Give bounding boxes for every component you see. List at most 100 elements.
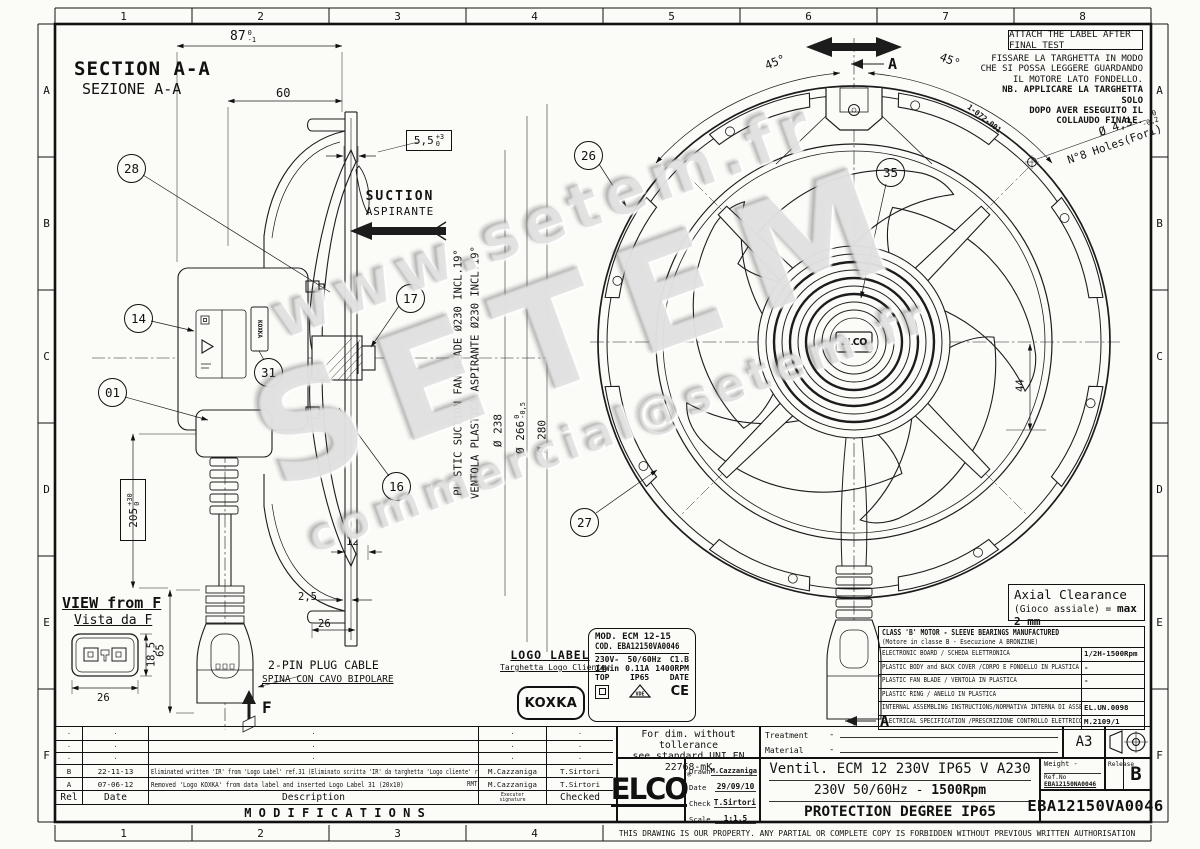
empty-cell [83, 741, 149, 753]
refno-row: Ref.No EBA12150NA0046 [1044, 774, 1101, 788]
refno-label: Ref.No [1044, 774, 1067, 781]
zone-col-4: 4 [531, 9, 538, 23]
modifications-banner: M O D I F I C A T I O N S [244, 805, 425, 820]
treatment-row: Treatment - [761, 727, 1062, 742]
release-label: Release [1108, 761, 1135, 768]
empty-cell [547, 727, 613, 741]
note-line-6: DOPO AVER ESEGUITO IL [1029, 106, 1143, 117]
spec-row: ELECTRICAL SPECIFICATION /PRESCRIZIONE C… [879, 715, 1144, 729]
label-model: MOD. ECM 12-15 [595, 632, 671, 642]
date-row: Date 29/09/10 [686, 776, 759, 792]
section-arrow-a-bottom: A [880, 712, 890, 730]
format-box: A3 [1063, 726, 1105, 758]
spec-row: PLASTIC RING / ANELLO IN PLASTICA [879, 688, 1144, 702]
mod-row-exec: M.Cazzaniga [479, 778, 547, 791]
note-line-3: IL MOTORE LATO FONDELLO. [1012, 74, 1143, 85]
label-rpm: 1400RPM [655, 664, 689, 673]
mod-row-rel: A [56, 778, 83, 791]
treatment-label: Treatment [765, 731, 809, 740]
date-label: Date [689, 783, 707, 792]
ce-mark-icon: CE [670, 684, 689, 699]
dim-44: 44 [1014, 379, 1026, 392]
drawing-title-3: PROTECTION DEGREE IP65 [803, 804, 997, 820]
empty-cell [479, 741, 547, 753]
tolerance-note-1: For dim. without tollerance [641, 729, 736, 751]
treatment-rule [840, 737, 1058, 738]
zone-row-e: E [43, 616, 50, 629]
mod-row-checked: T.Sirtori [547, 778, 613, 791]
release-value: B [1123, 759, 1148, 789]
spec-row-label: ELECTRICAL SPECIFICATION /PRESCRIZIONE C… [882, 716, 1081, 725]
label-code: COD. EBA12150VA0046 [595, 642, 680, 652]
weight-value: - [1073, 760, 1078, 768]
logo-label-subtitle: Targhetta Logo Cliente [500, 663, 606, 672]
modifications-table: B 22-11-13 Eliminated written 'IR' from … [55, 726, 617, 822]
spec-row-value: M.2109/1 [1081, 715, 1144, 729]
spec-row: INTERNAL ASSEMBLING INSTRUCTIONS/NORMATI… [879, 702, 1144, 716]
balloon-14: 14 [124, 304, 153, 333]
label-date: DATE [669, 673, 689, 682]
empty-cell [547, 741, 613, 753]
balloon-35: 35 [876, 158, 905, 187]
dim-205-value: 205 [126, 507, 140, 528]
spec-row-value [1081, 688, 1144, 701]
spec-header: CLASS 'B' MOTOR - SLEEVE BEARINGS MANUFA… [879, 627, 1144, 648]
dim-26-ring: 26 [318, 618, 331, 630]
section-view-linework [71, 43, 556, 733]
mod-row-checked: T.Sirtori [547, 765, 613, 778]
mod-row-rel: B [56, 765, 83, 778]
weight-row: Weight - [1044, 760, 1101, 774]
blade-note-it: VENTOLA PLASTICA ASPIRANTE Ø230 INCL.19° [469, 246, 481, 499]
registered-mark: ® [687, 771, 692, 779]
material-value: - [829, 745, 835, 755]
first-angle-projection-icon [1109, 730, 1148, 754]
zone-col-bottom-1: 1 [120, 826, 127, 840]
zone-col-7: 7 [942, 9, 949, 23]
dim-87-upper-tol: 0 [247, 29, 252, 37]
zone-col-8: 8 [1079, 9, 1086, 23]
drawing-title-2: 230V 50/60Hz - 1500Rpm [769, 781, 1031, 802]
part-number-box: EBA12150VA0046 [1027, 790, 1163, 822]
mod-row-description: Eliminated written 'IR' from 'Logo Label… [149, 765, 479, 778]
check-value: T.Sirtori [713, 798, 756, 808]
treatment-value: - [829, 730, 835, 740]
zone-col-3: 3 [394, 9, 401, 23]
dim-87: 87 0-1 [230, 29, 256, 44]
section-subtitle: SEZIONE A-A [82, 80, 182, 98]
front-view-linework [590, 37, 1147, 730]
empty-cell [56, 741, 83, 753]
dim-dia-238: Ø 238 [491, 413, 505, 448]
section-arrow-a-top: A [888, 55, 898, 73]
view-f-title: VIEW from F [62, 594, 162, 612]
dim-87-lower-tol: -1 [247, 35, 257, 44]
empty-cell [56, 727, 83, 741]
empty-cell [149, 753, 479, 765]
drawing-title-1: Ventil. ECM 12 230V IP65 V A230 [769, 759, 1031, 781]
spec-header-en: CLASS 'B' MOTOR - SLEEVE BEARINGS MANUFA… [882, 628, 1060, 637]
mod-header-description: Description [149, 791, 479, 805]
dim-2-5: 2,5 [298, 591, 317, 603]
plug-note-en: 2-PIN PLUG CABLE [268, 658, 379, 672]
label-top: TOP [595, 673, 610, 682]
zone-col-bottom-2: 2 [257, 826, 264, 840]
zone-col-5: 5 [668, 9, 675, 23]
mod-row-date: 07-06-12 [83, 778, 149, 791]
dim-5-5-lower-tol: 0 [435, 139, 440, 148]
scale-label: Scale [689, 815, 711, 824]
vde-triangle-icon: VDE [628, 684, 651, 698]
company-logo-box: ELCO® [610, 758, 691, 822]
axial-line-2a: (Gioco assiale) = [1014, 604, 1112, 615]
mod-desc-text: Eliminated written 'IR' from 'Logo Label… [151, 766, 479, 776]
mod-row-exec: M.Cazzaniga [479, 765, 547, 778]
zone-row-e-right: E [1156, 616, 1163, 629]
balloon-28: 28 [117, 154, 146, 183]
date-value: 29/09/10 [715, 782, 756, 792]
